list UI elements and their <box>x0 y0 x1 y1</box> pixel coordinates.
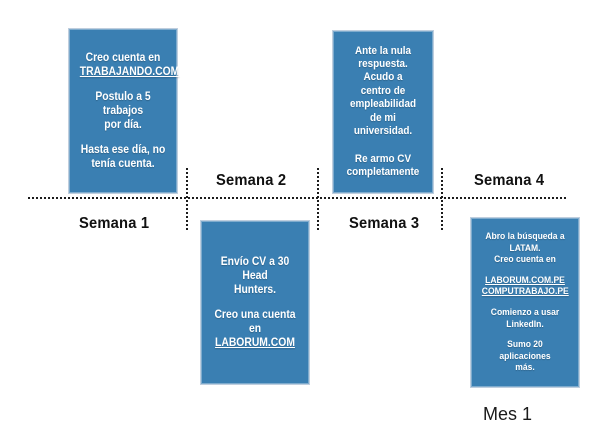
period-label-week-3: Semana 3 <box>349 215 420 232</box>
event-text-line: Hunters. <box>234 283 276 296</box>
period-label-week-4: Semana 4 <box>474 172 545 189</box>
timeline-tick-1 <box>186 168 188 230</box>
event-paragraph: Postulo a 5 trabajos por día. <box>80 90 166 132</box>
event-text-line: Abro la búsqueda a <box>485 231 565 243</box>
event-text-line: Postulo a 5 trabajos <box>95 90 151 117</box>
event-text-line: centro de <box>360 84 406 97</box>
event-text-line: Envío CV a 30 Head <box>220 255 290 282</box>
event-text-line: Comienzo a usar <box>490 307 560 318</box>
event-link-text[interactable]: LABORUM.COM <box>215 337 295 350</box>
period-label-week-2: Semana 2 <box>216 172 287 189</box>
event-text-line: Hasta ese día, no <box>80 144 166 157</box>
timeline-axis <box>28 197 566 199</box>
event-text-line: Sumo 20 aplicaciones <box>499 339 551 362</box>
event-text-line: tenía cuenta. <box>91 158 155 171</box>
timeline-tick-2 <box>317 168 319 230</box>
event-text-line: universidad. <box>353 125 413 138</box>
month-label: Mes 1 <box>483 404 533 424</box>
event-text-line: empleabilidad de mi <box>349 98 417 124</box>
event-link-text[interactable]: LABORUM.COM.PE <box>485 274 565 286</box>
timeline-tick-3 <box>441 168 443 230</box>
event-link-text[interactable]: COMPUTRABAJO.PE <box>481 286 569 298</box>
event-text-line: LATAM. <box>509 242 541 254</box>
event-text-line: Creo una cuenta en <box>214 309 296 336</box>
period-label-week-1: Semana 1 <box>79 215 150 232</box>
event-text-line: completamente <box>346 165 420 178</box>
event-text-line: Re armo CV <box>354 152 412 165</box>
event-link-text[interactable]: TRABAJANDO.COM <box>79 65 180 78</box>
event-text-line: por día. <box>104 119 142 131</box>
event-text-line: Creo cuenta en <box>494 254 556 266</box>
event-text-line: más. <box>515 362 535 374</box>
event-text-line: Creo cuenta en <box>85 51 161 64</box>
event-text-line: LinkedIn. <box>506 318 544 330</box>
event-text-line: respuesta. Acudo a <box>358 58 408 84</box>
event-text-line: Ante la nula <box>354 44 412 57</box>
